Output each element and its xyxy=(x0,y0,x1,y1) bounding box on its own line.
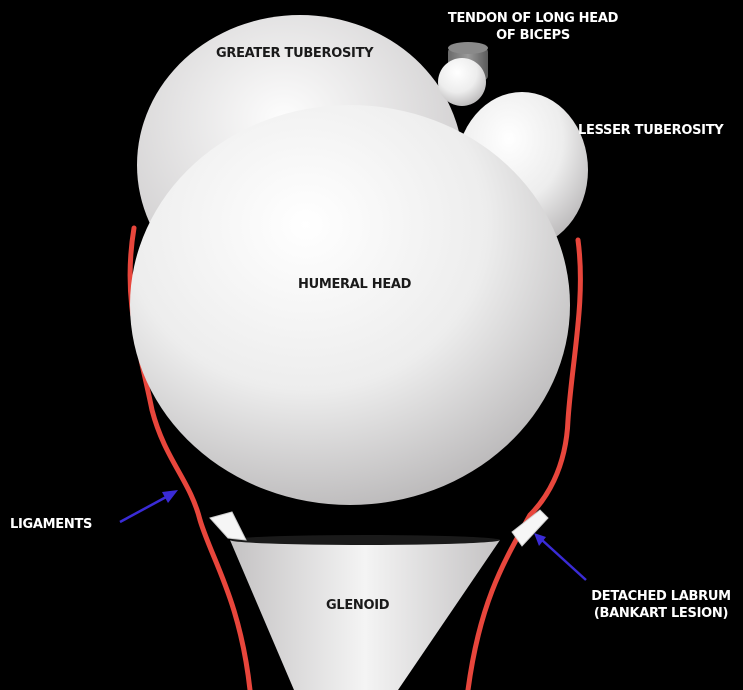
detached-labrum-line2: (BANKART LESION) xyxy=(582,605,740,622)
tendon-label-line2: OF BICEPS xyxy=(418,27,648,44)
tendon-label: TENDON OF LONG HEAD OF BICEPS xyxy=(418,10,648,44)
glenoid-label: GLENOID xyxy=(326,597,389,614)
detached-labrum-line1: DETACHED LABRUM xyxy=(582,588,740,605)
humeral-head-label: HUMERAL HEAD xyxy=(298,276,411,293)
labrum-left xyxy=(210,512,246,540)
tendon-label-line1: TENDON OF LONG HEAD xyxy=(418,10,648,27)
detached-labrum-label: DETACHED LABRUM (BANKART LESION) xyxy=(582,588,740,622)
ligaments-label: LIGAMENTS xyxy=(10,516,92,533)
labrum-arrow xyxy=(534,533,586,580)
ligaments-arrow xyxy=(120,490,178,522)
greater-tuberosity-label: GREATER TUBEROSITY xyxy=(216,45,373,62)
humeral-head-shape xyxy=(130,105,570,505)
lesser-tuberosity-label: LESSER TUBEROSITY xyxy=(578,122,723,139)
tendon-end xyxy=(438,58,486,106)
